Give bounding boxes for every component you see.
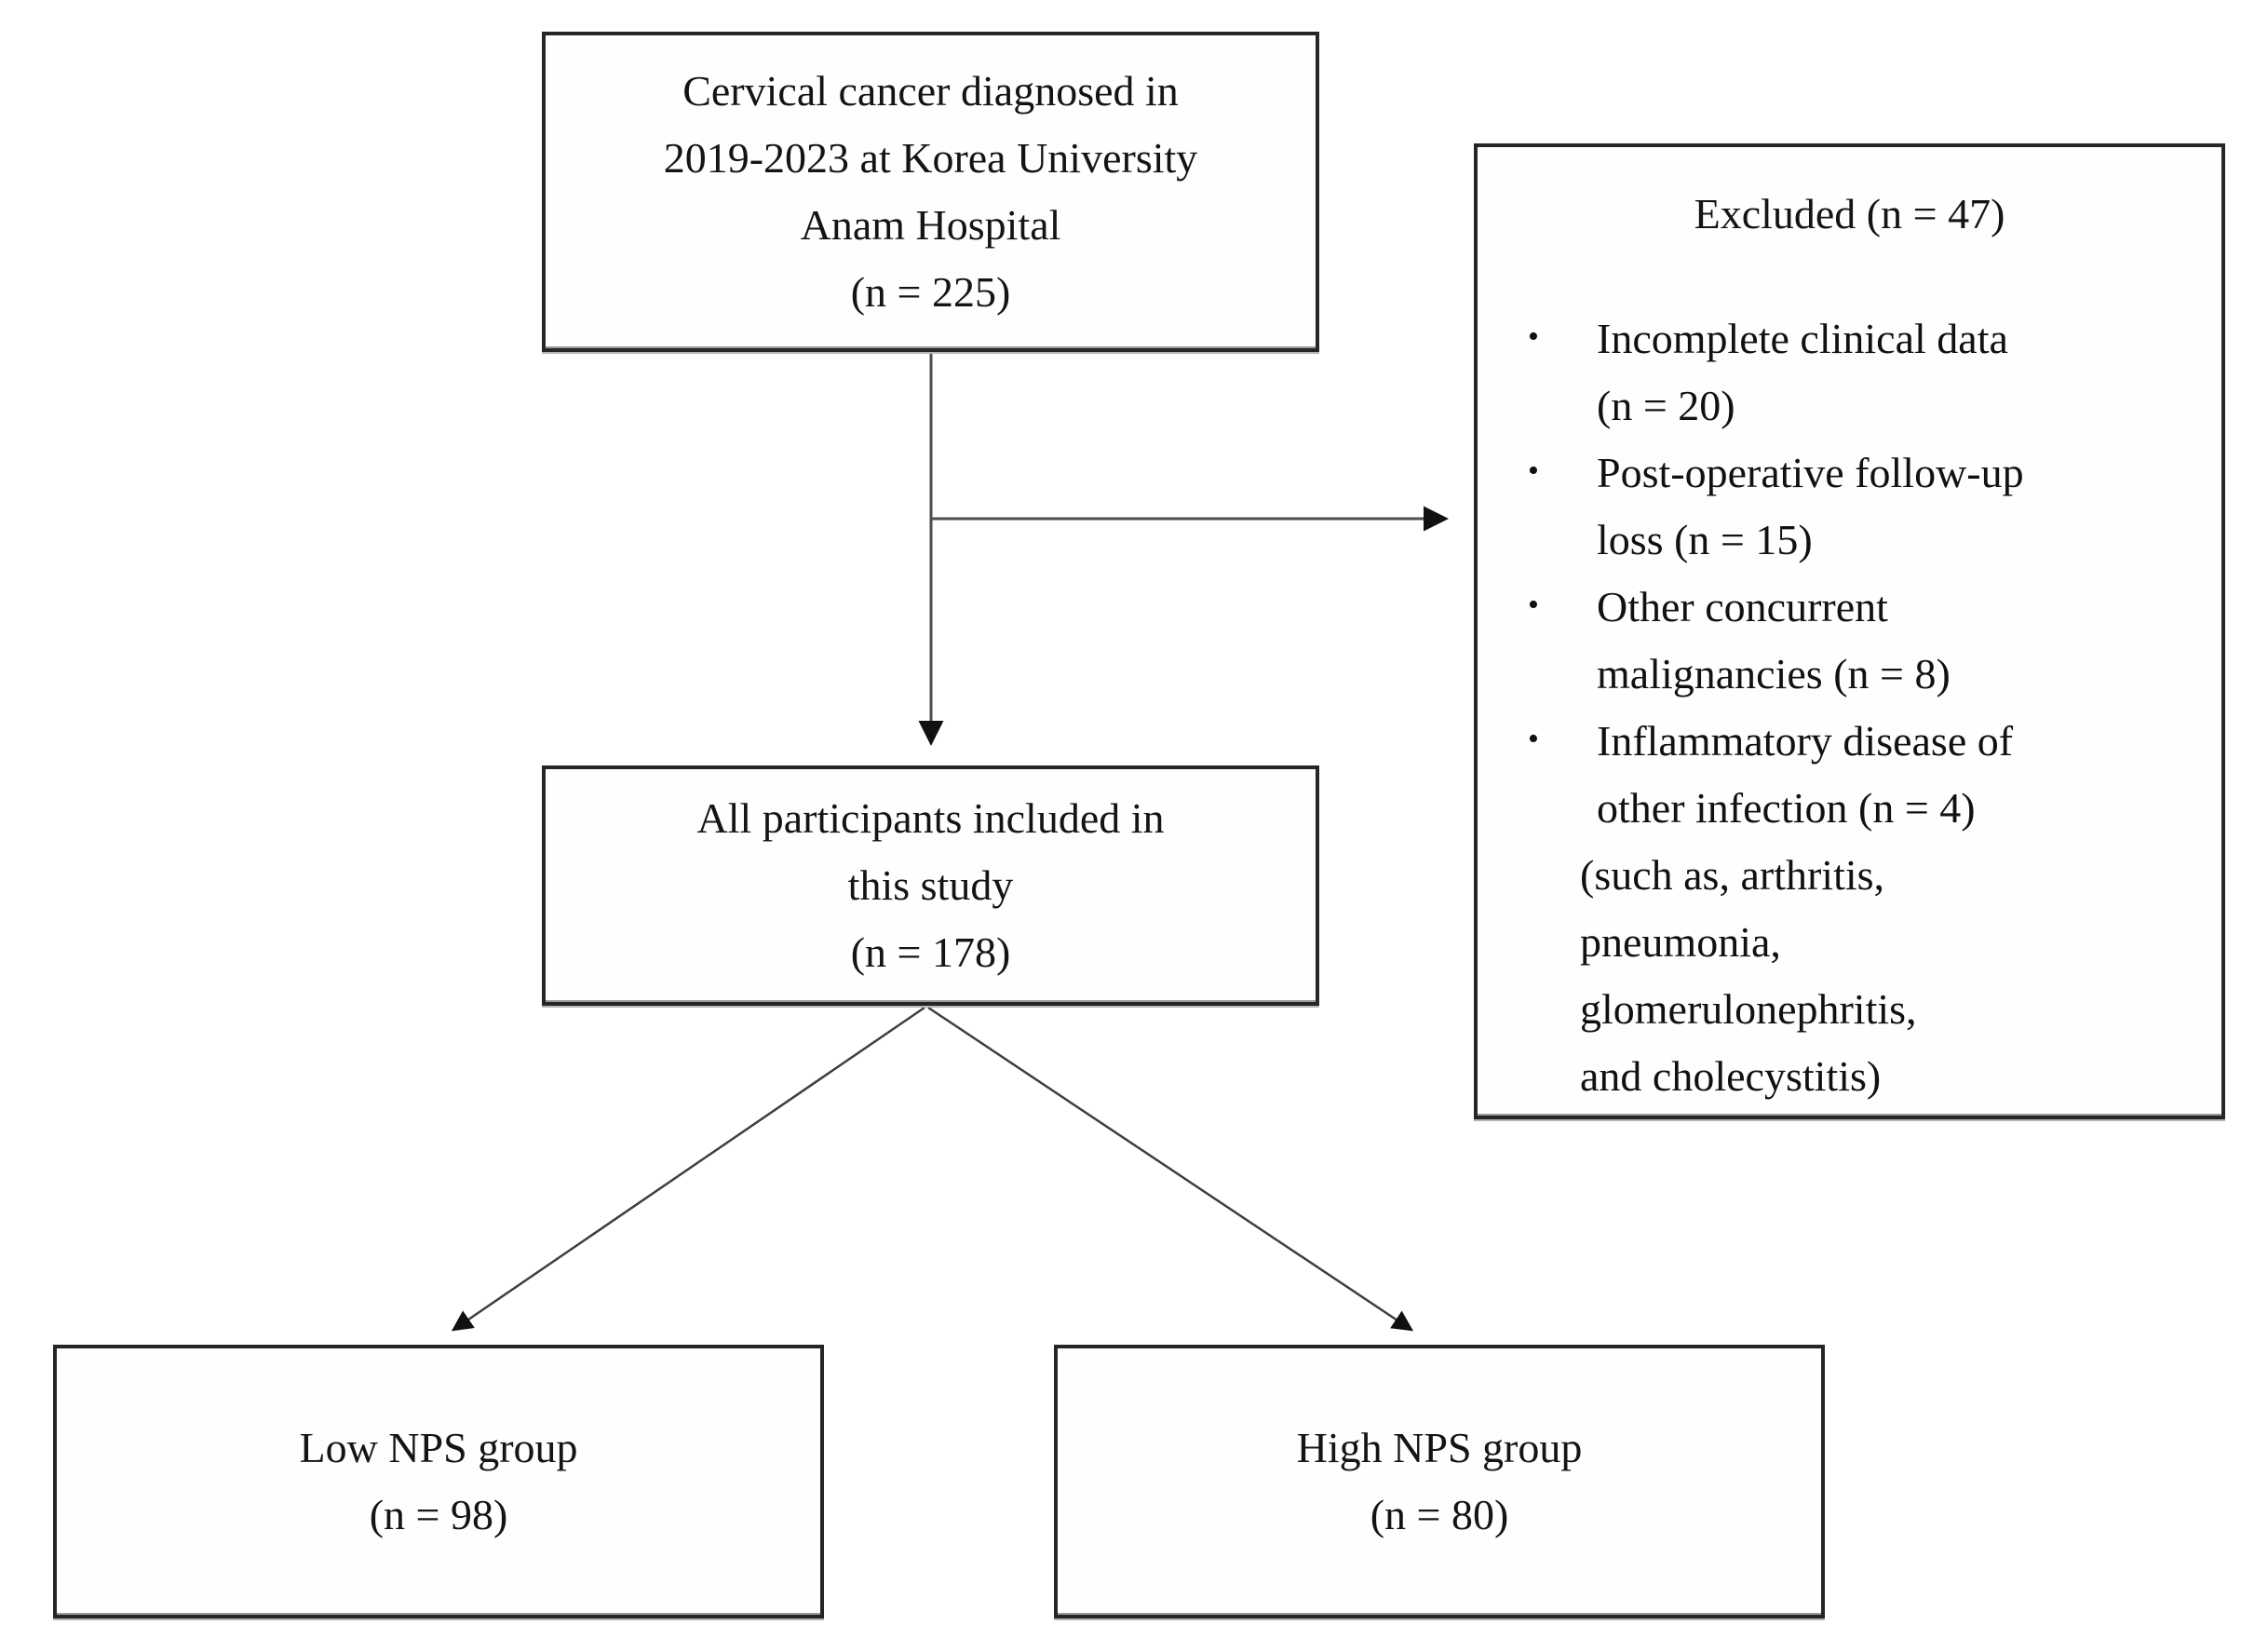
high-nps-line-2: (n = 80) (1370, 1491, 1509, 1538)
source-line-4: (n = 225) (850, 268, 1011, 316)
included-line-3: (n = 178) (850, 928, 1011, 976)
low-nps-group-box: Low NPS group (n = 98) (53, 1345, 824, 1618)
bullet-icon: • (1528, 722, 1539, 756)
excluded-title: Excluded (n = 47) (1694, 190, 2005, 237)
excluded-examples-note: (such as, arthritis, pneumonia, glomerul… (1580, 851, 1917, 1100)
bullet-icon: • (1528, 319, 1539, 354)
high-nps-group-box: High NPS group (n = 80) (1054, 1345, 1825, 1618)
source-population-box: Cervical cancer diagnosed in 2019-2023 a… (542, 32, 1319, 352)
excluded-item-inflammatory-disease: • Inflammatory disease of other infectio… (1478, 708, 2221, 842)
high-nps-line-1: High NPS group (1296, 1424, 1583, 1471)
excluded-box: Excluded (n = 47) • Incomplete clinical … (1474, 143, 2225, 1119)
bullet-icon: • (1528, 454, 1539, 488)
low-nps-group-text: Low NPS group (n = 98) (57, 1415, 820, 1549)
included-line-2: this study (847, 861, 1014, 909)
arrow-included-to-low-nps (451, 1006, 925, 1332)
source-population-text: Cervical cancer diagnosed in 2019-2023 a… (546, 58, 1316, 326)
source-line-1: Cervical cancer diagnosed in (682, 67, 1179, 115)
bullet-icon: • (1528, 588, 1539, 622)
arrow-included-to-high-nps (927, 1006, 1414, 1332)
excluded-reason-list: • Incomplete clinical data (n = 20) • Po… (1478, 305, 2221, 1110)
excluded-item-incomplete-data: • Incomplete clinical data (n = 20) (1478, 305, 2221, 440)
source-line-2: 2019-2023 at Korea University (663, 134, 1198, 182)
low-nps-line-1: Low NPS group (299, 1424, 578, 1471)
included-line-1: All participants included in (696, 794, 1165, 842)
source-line-3: Anam Hospital (800, 201, 1061, 249)
low-nps-line-2: (n = 98) (369, 1491, 508, 1538)
excluded-item-followup-loss: • Post-operative follow-up loss (n = 15) (1478, 440, 2221, 574)
high-nps-group-text: High NPS group (n = 80) (1058, 1415, 1821, 1549)
included-participants-text: All participants included in this study … (546, 785, 1316, 986)
excluded-item-other-malignancies: • Other concurrent malignancies (n = 8) (1478, 574, 2221, 708)
included-participants-box: All participants included in this study … (542, 765, 1319, 1006)
